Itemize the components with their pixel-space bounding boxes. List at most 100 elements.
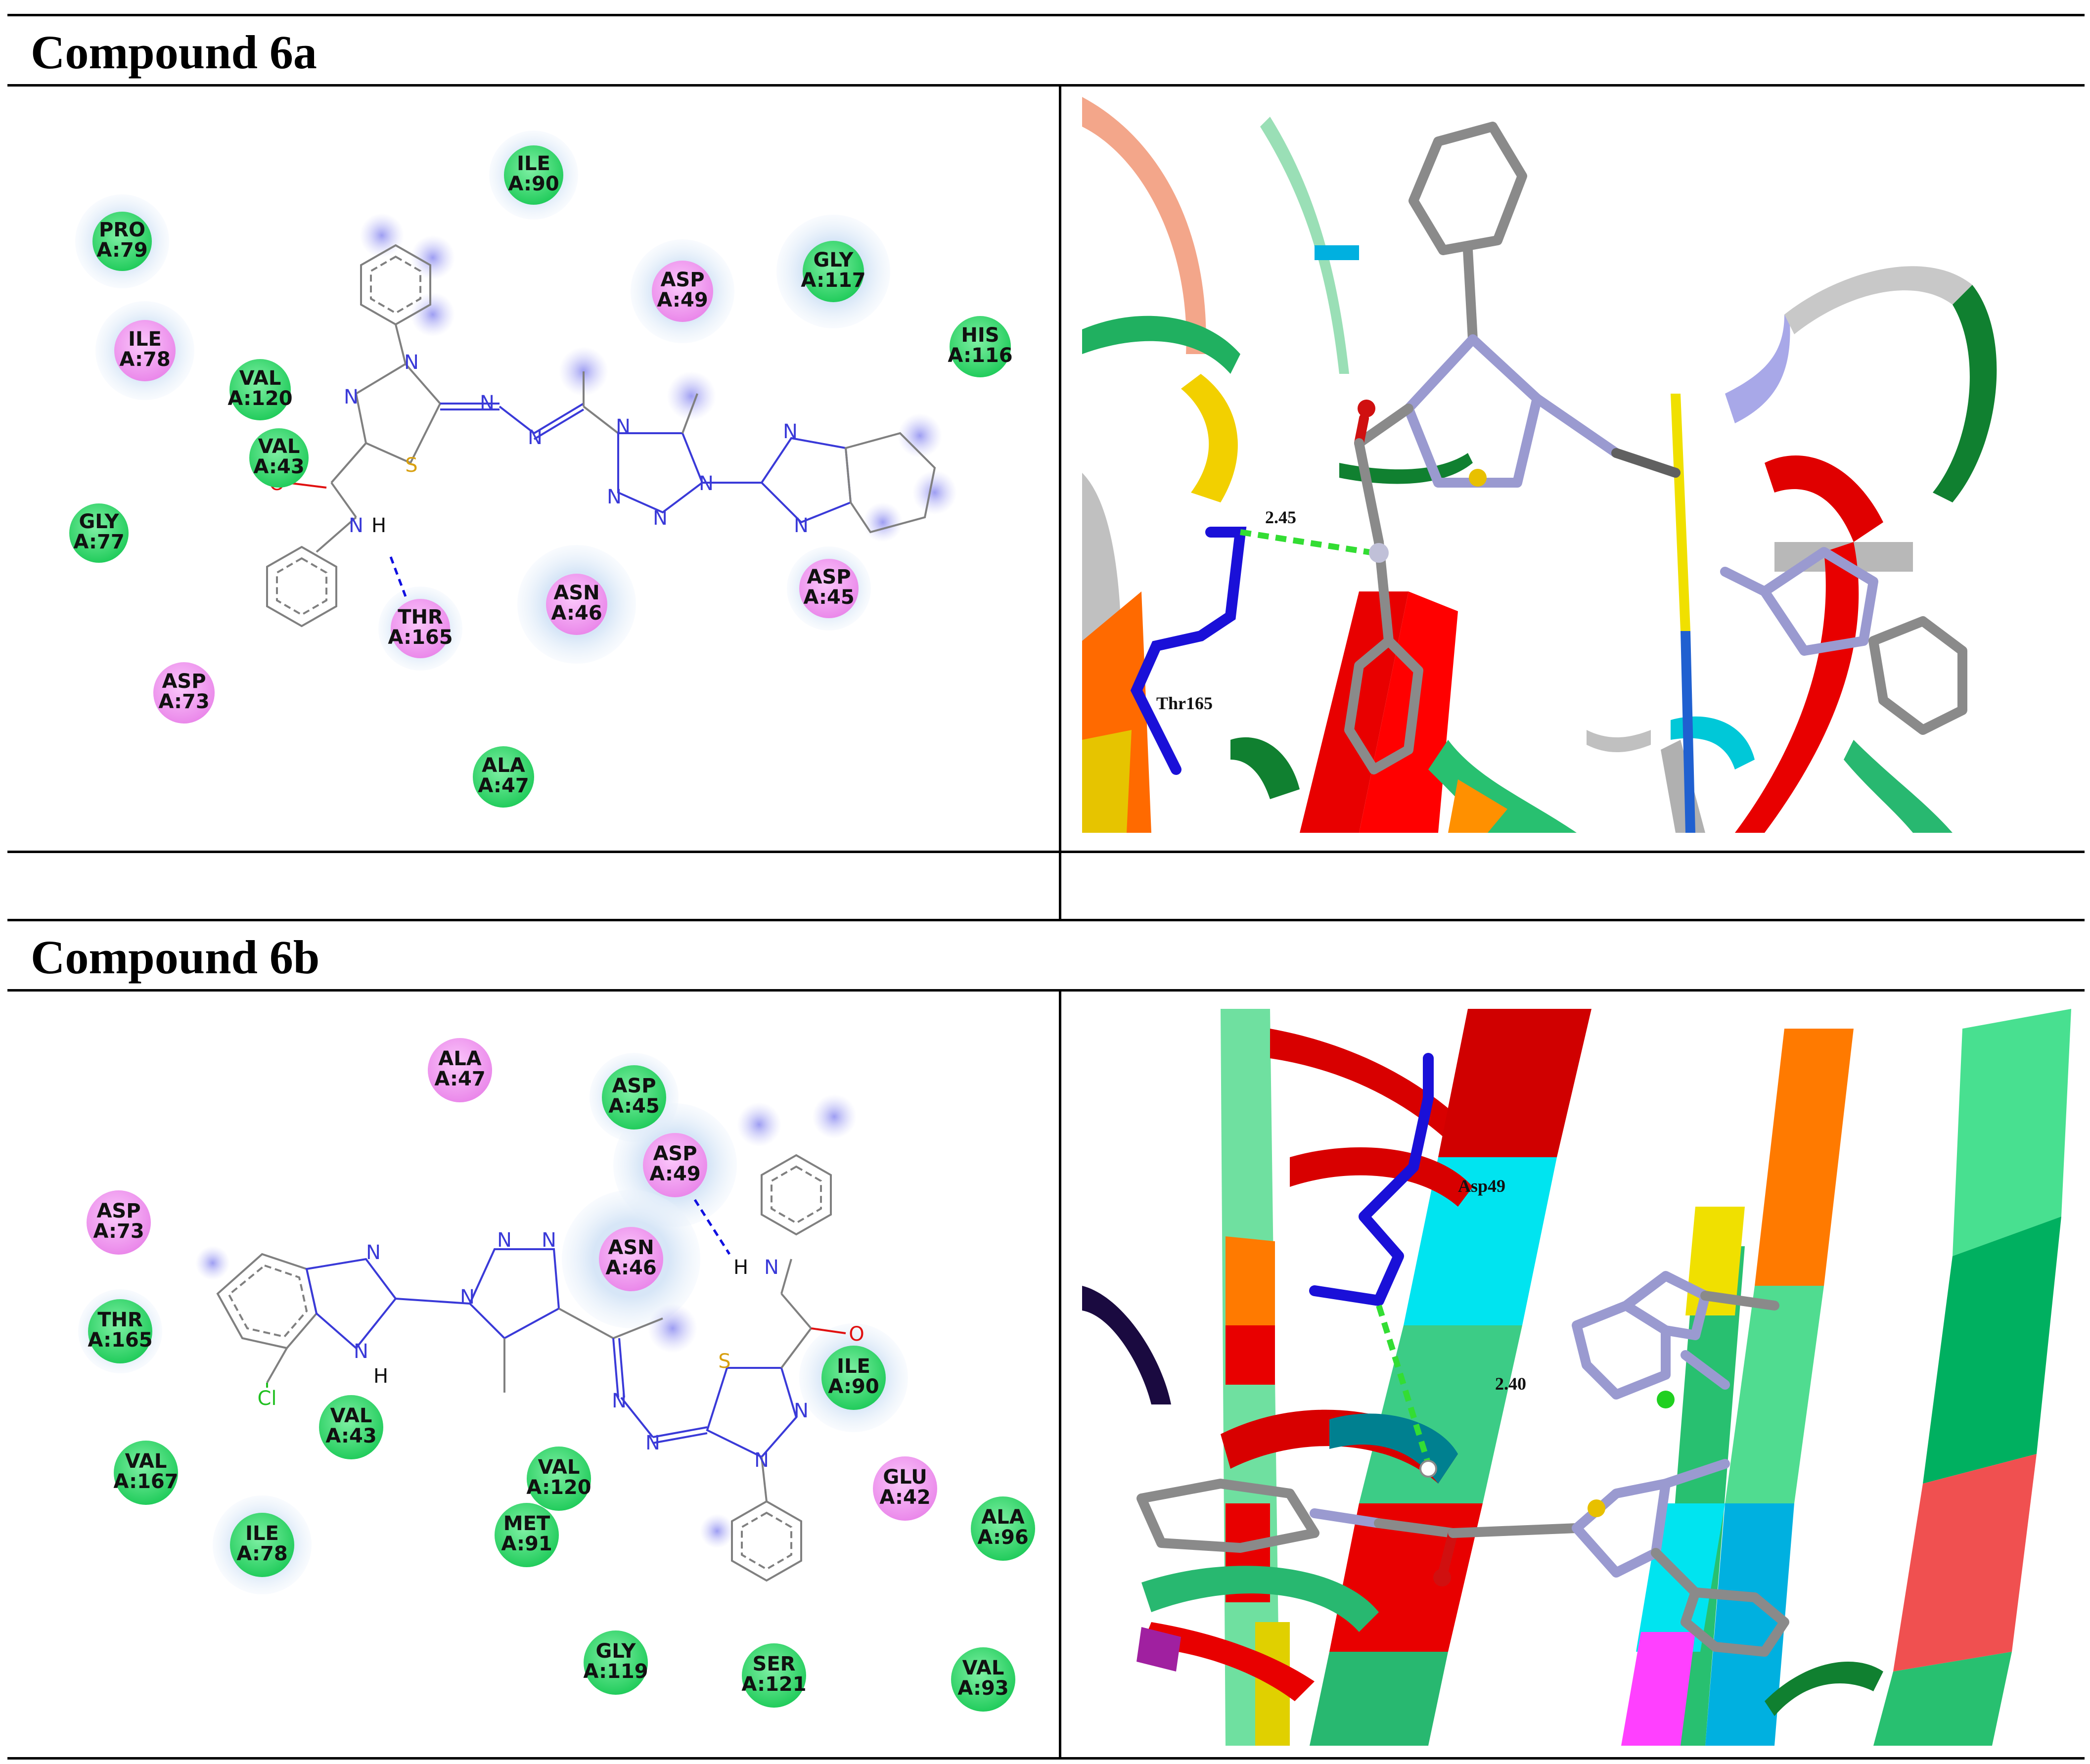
- atom-label-6b-8: N: [645, 1432, 660, 1454]
- distance-label-6a: 2.45: [1265, 507, 1296, 527]
- ribbon-a6: [1082, 730, 1132, 833]
- svg-text:ASP: ASP: [660, 269, 704, 291]
- ribbon-a2: [1082, 316, 1240, 374]
- ribbon-b27: [1923, 1217, 2061, 1484]
- residue-thr165-6b: THR A:165: [88, 1299, 153, 1363]
- svg-text:A:120: A:120: [526, 1476, 591, 1499]
- top-rule: [7, 14, 2085, 16]
- residue-asp49-6a: ASP A:49: [652, 261, 713, 322]
- svg-text:ASP: ASP: [96, 1200, 140, 1222]
- svg-text:A:120: A:120: [227, 387, 292, 410]
- atom-label-6b-12: N: [764, 1256, 779, 1279]
- residue-val120-6a: VAL A:120: [227, 359, 293, 420]
- triazole-ring-6b: [468, 1248, 560, 1340]
- ribbon-a10: [1448, 779, 1507, 833]
- svg-text:GLY: GLY: [595, 1640, 636, 1663]
- svg-text:A:47: A:47: [478, 774, 529, 797]
- residue-ile90-6b: ILE A:90: [821, 1346, 886, 1410]
- atom-label-6b-9: S: [718, 1350, 730, 1373]
- benzimidazole-6-inner-6b: [227, 1264, 308, 1338]
- benzimidazole-6-ring-6a: [844, 432, 936, 534]
- residue-ile78-6a: ILE A:78: [114, 320, 176, 381]
- ribbon-b3: [1226, 1325, 1275, 1385]
- thr165-stick: [1130, 527, 1247, 775]
- residue-glu42-6b: GLU A:42: [873, 1456, 937, 1521]
- atom-label-6b-3: Cl: [257, 1387, 276, 1410]
- phenyl-ring-top-inner-6a: [370, 255, 421, 315]
- atom-label-6a-12: N: [349, 514, 363, 537]
- phenyl-ring-bottom-inner-6a: [276, 557, 327, 616]
- bottom-rule: [7, 1757, 2085, 1760]
- svg-text:A:45: A:45: [803, 586, 854, 609]
- residue-asp73-6b: ASP A:73: [87, 1190, 151, 1255]
- hbond-6a-3d: [1240, 529, 1374, 556]
- ribbon-a1: [1082, 97, 1206, 354]
- svg-text:A:43: A:43: [253, 455, 304, 478]
- binding-pose-6b-svg: 2.40 Asp49: [1082, 1009, 2071, 1746]
- glow-b1: [737, 1102, 781, 1147]
- svg-text:ASP: ASP: [807, 566, 851, 588]
- ribbon-b23: [1755, 1029, 1854, 1286]
- svg-text:GLU: GLU: [883, 1466, 927, 1489]
- ribbon-b8: [1438, 1009, 1591, 1157]
- svg-text:THR: THR: [398, 606, 443, 629]
- glow-a7: [912, 470, 957, 515]
- glow-a3: [410, 292, 455, 337]
- nitrogen-h-6a-3d: [1369, 543, 1389, 563]
- svg-text:ASP: ASP: [612, 1075, 656, 1097]
- triazole-ring-6a: [617, 432, 704, 514]
- svg-text:A:49: A:49: [657, 289, 708, 312]
- interaction-diagram-6a: N N S N N N N N N N N O N H PRO A:79 ILE…: [10, 87, 1057, 849]
- hbond-6a: [389, 556, 407, 597]
- ribbon-a11: [1230, 737, 1300, 799]
- residue-val167-6b: VAL A:167: [113, 1441, 179, 1505]
- row-6a-bottom-rule: [7, 851, 2085, 853]
- svg-text:VAL: VAL: [239, 367, 281, 390]
- benzimidazole-5-ring-6a: [760, 437, 852, 524]
- residue-his116-6a: HIS A:116: [948, 316, 1013, 377]
- ribbon-a23: [1844, 740, 1953, 833]
- svg-text:THR: THR: [97, 1309, 143, 1331]
- svg-text:A:90: A:90: [508, 173, 559, 195]
- atom-label-6a-4: N: [528, 426, 543, 449]
- residue-asp45-6a: ASP A:45: [799, 559, 859, 618]
- ribbon-a24: [1260, 117, 1349, 374]
- residue-met91-6b: MET A:91: [495, 1503, 559, 1567]
- svg-text:A:78: A:78: [236, 1542, 287, 1565]
- benzimidazole-6-ring-6b: [216, 1253, 318, 1350]
- phenyl-ring-bottom-6b: [731, 1500, 802, 1582]
- residue-asp73-6a: ASP A:73: [153, 662, 215, 724]
- svg-text:VAL: VAL: [962, 1657, 1004, 1679]
- interaction-diagram-6b-svg: N N H Cl N N N N N S N N N O H ALA A:47 …: [78, 1038, 1035, 1712]
- ribbon-b28: [1893, 1454, 2037, 1672]
- ligand-6b: [216, 1154, 846, 1582]
- svg-text:ALA: ALA: [981, 1506, 1024, 1529]
- residue-ile90-6a: ILE A:90: [504, 145, 563, 205]
- phenyl-ring-top-6b: [761, 1154, 832, 1236]
- residue-asp49-6b: ASP A:49: [643, 1133, 707, 1197]
- glow-a5: [667, 371, 716, 421]
- ribbon-a17: [1681, 631, 1695, 833]
- thiadiazole-ring-6b: [706, 1367, 798, 1458]
- svg-text:A:117: A:117: [801, 269, 865, 292]
- sulfur-6a-3d: [1469, 469, 1487, 487]
- svg-text:A:46: A:46: [551, 602, 602, 625]
- atom-label-6a-0: N: [404, 351, 419, 374]
- residue-val93-6b: VAL A:93: [951, 1647, 1015, 1712]
- atom-label-6a-3: N: [480, 392, 495, 414]
- ribbon-b2: [1226, 1236, 1275, 1325]
- interaction-diagram-6b: N N H Cl N N N N N S N N N O H ALA A:47 …: [10, 992, 1057, 1756]
- residue-ala96-6b: ALA A:96: [971, 1496, 1035, 1561]
- atom-label-6a-6: N: [653, 507, 668, 530]
- section-title-6a: Compound 6a: [31, 26, 317, 79]
- glow-a1: [360, 213, 404, 258]
- ribbon-a25: [1315, 245, 1359, 260]
- atom-label-6a-7: N: [699, 472, 714, 495]
- asp49-stick: [1309, 1053, 1434, 1306]
- svg-text:ALA: ALA: [482, 754, 525, 777]
- atom-label-6b-5: N: [497, 1229, 512, 1252]
- svg-text:HIS: HIS: [961, 324, 999, 347]
- ribbon-b12: [1310, 1652, 1448, 1746]
- ribbon-a22: [1735, 542, 1859, 833]
